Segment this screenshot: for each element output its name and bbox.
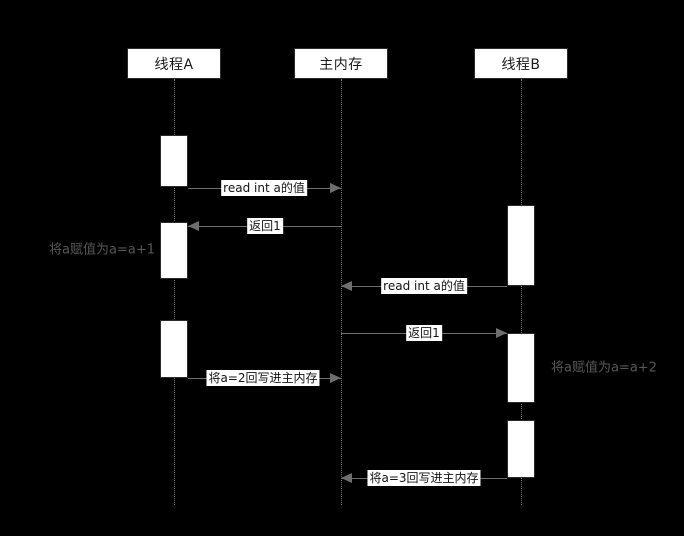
message-label-read-int-a-2: read int a的值 bbox=[381, 278, 467, 294]
message-label-read-int-a-1: read int a的值 bbox=[221, 180, 307, 196]
lifeline-stem-thread-a bbox=[174, 79, 175, 505]
message-arrowhead-5 bbox=[330, 373, 341, 383]
activation-bar-thread-b-1[interactable] bbox=[507, 205, 535, 286]
activation-bar-thread-b-3[interactable] bbox=[507, 420, 535, 478]
message-arrowhead-1 bbox=[330, 183, 341, 193]
message-arrowhead-6 bbox=[341, 473, 352, 483]
lifeline-label-main-memory: 主内存 bbox=[319, 56, 363, 73]
lifeline-header-main-memory[interactable]: 主内存 bbox=[294, 48, 388, 79]
message-label-writeback-a-2: 将a=2回写进主内存 bbox=[206, 370, 320, 386]
lifeline-stem-main-memory bbox=[341, 79, 342, 505]
message-arrowhead-4 bbox=[496, 328, 507, 338]
activation-bar-thread-a-2[interactable] bbox=[160, 222, 188, 279]
message-label-return-1-a: 返回1 bbox=[247, 218, 283, 234]
note-thread-b-assignment: 将a赋值为a=a+2 bbox=[551, 360, 657, 376]
activation-bar-thread-b-2[interactable] bbox=[507, 333, 535, 403]
activation-bar-thread-a-3[interactable] bbox=[160, 320, 188, 378]
message-arrowhead-2 bbox=[188, 221, 199, 231]
lifeline-header-thread-b[interactable]: 线程B bbox=[474, 48, 568, 79]
lifeline-stem-thread-b bbox=[521, 79, 522, 505]
lifeline-label-thread-b: 线程B bbox=[501, 56, 541, 73]
lifeline-header-thread-a[interactable]: 线程A bbox=[127, 48, 221, 79]
note-thread-a-assignment: 将a赋值为a=a+1 bbox=[49, 242, 155, 258]
activation-bar-thread-a-1[interactable] bbox=[160, 135, 188, 187]
message-arrowhead-3 bbox=[341, 281, 352, 291]
lifeline-label-thread-a: 线程A bbox=[154, 56, 194, 73]
message-label-writeback-a-3: 将a=3回写进主内存 bbox=[367, 470, 481, 486]
message-label-return-1-b: 返回1 bbox=[406, 325, 442, 341]
